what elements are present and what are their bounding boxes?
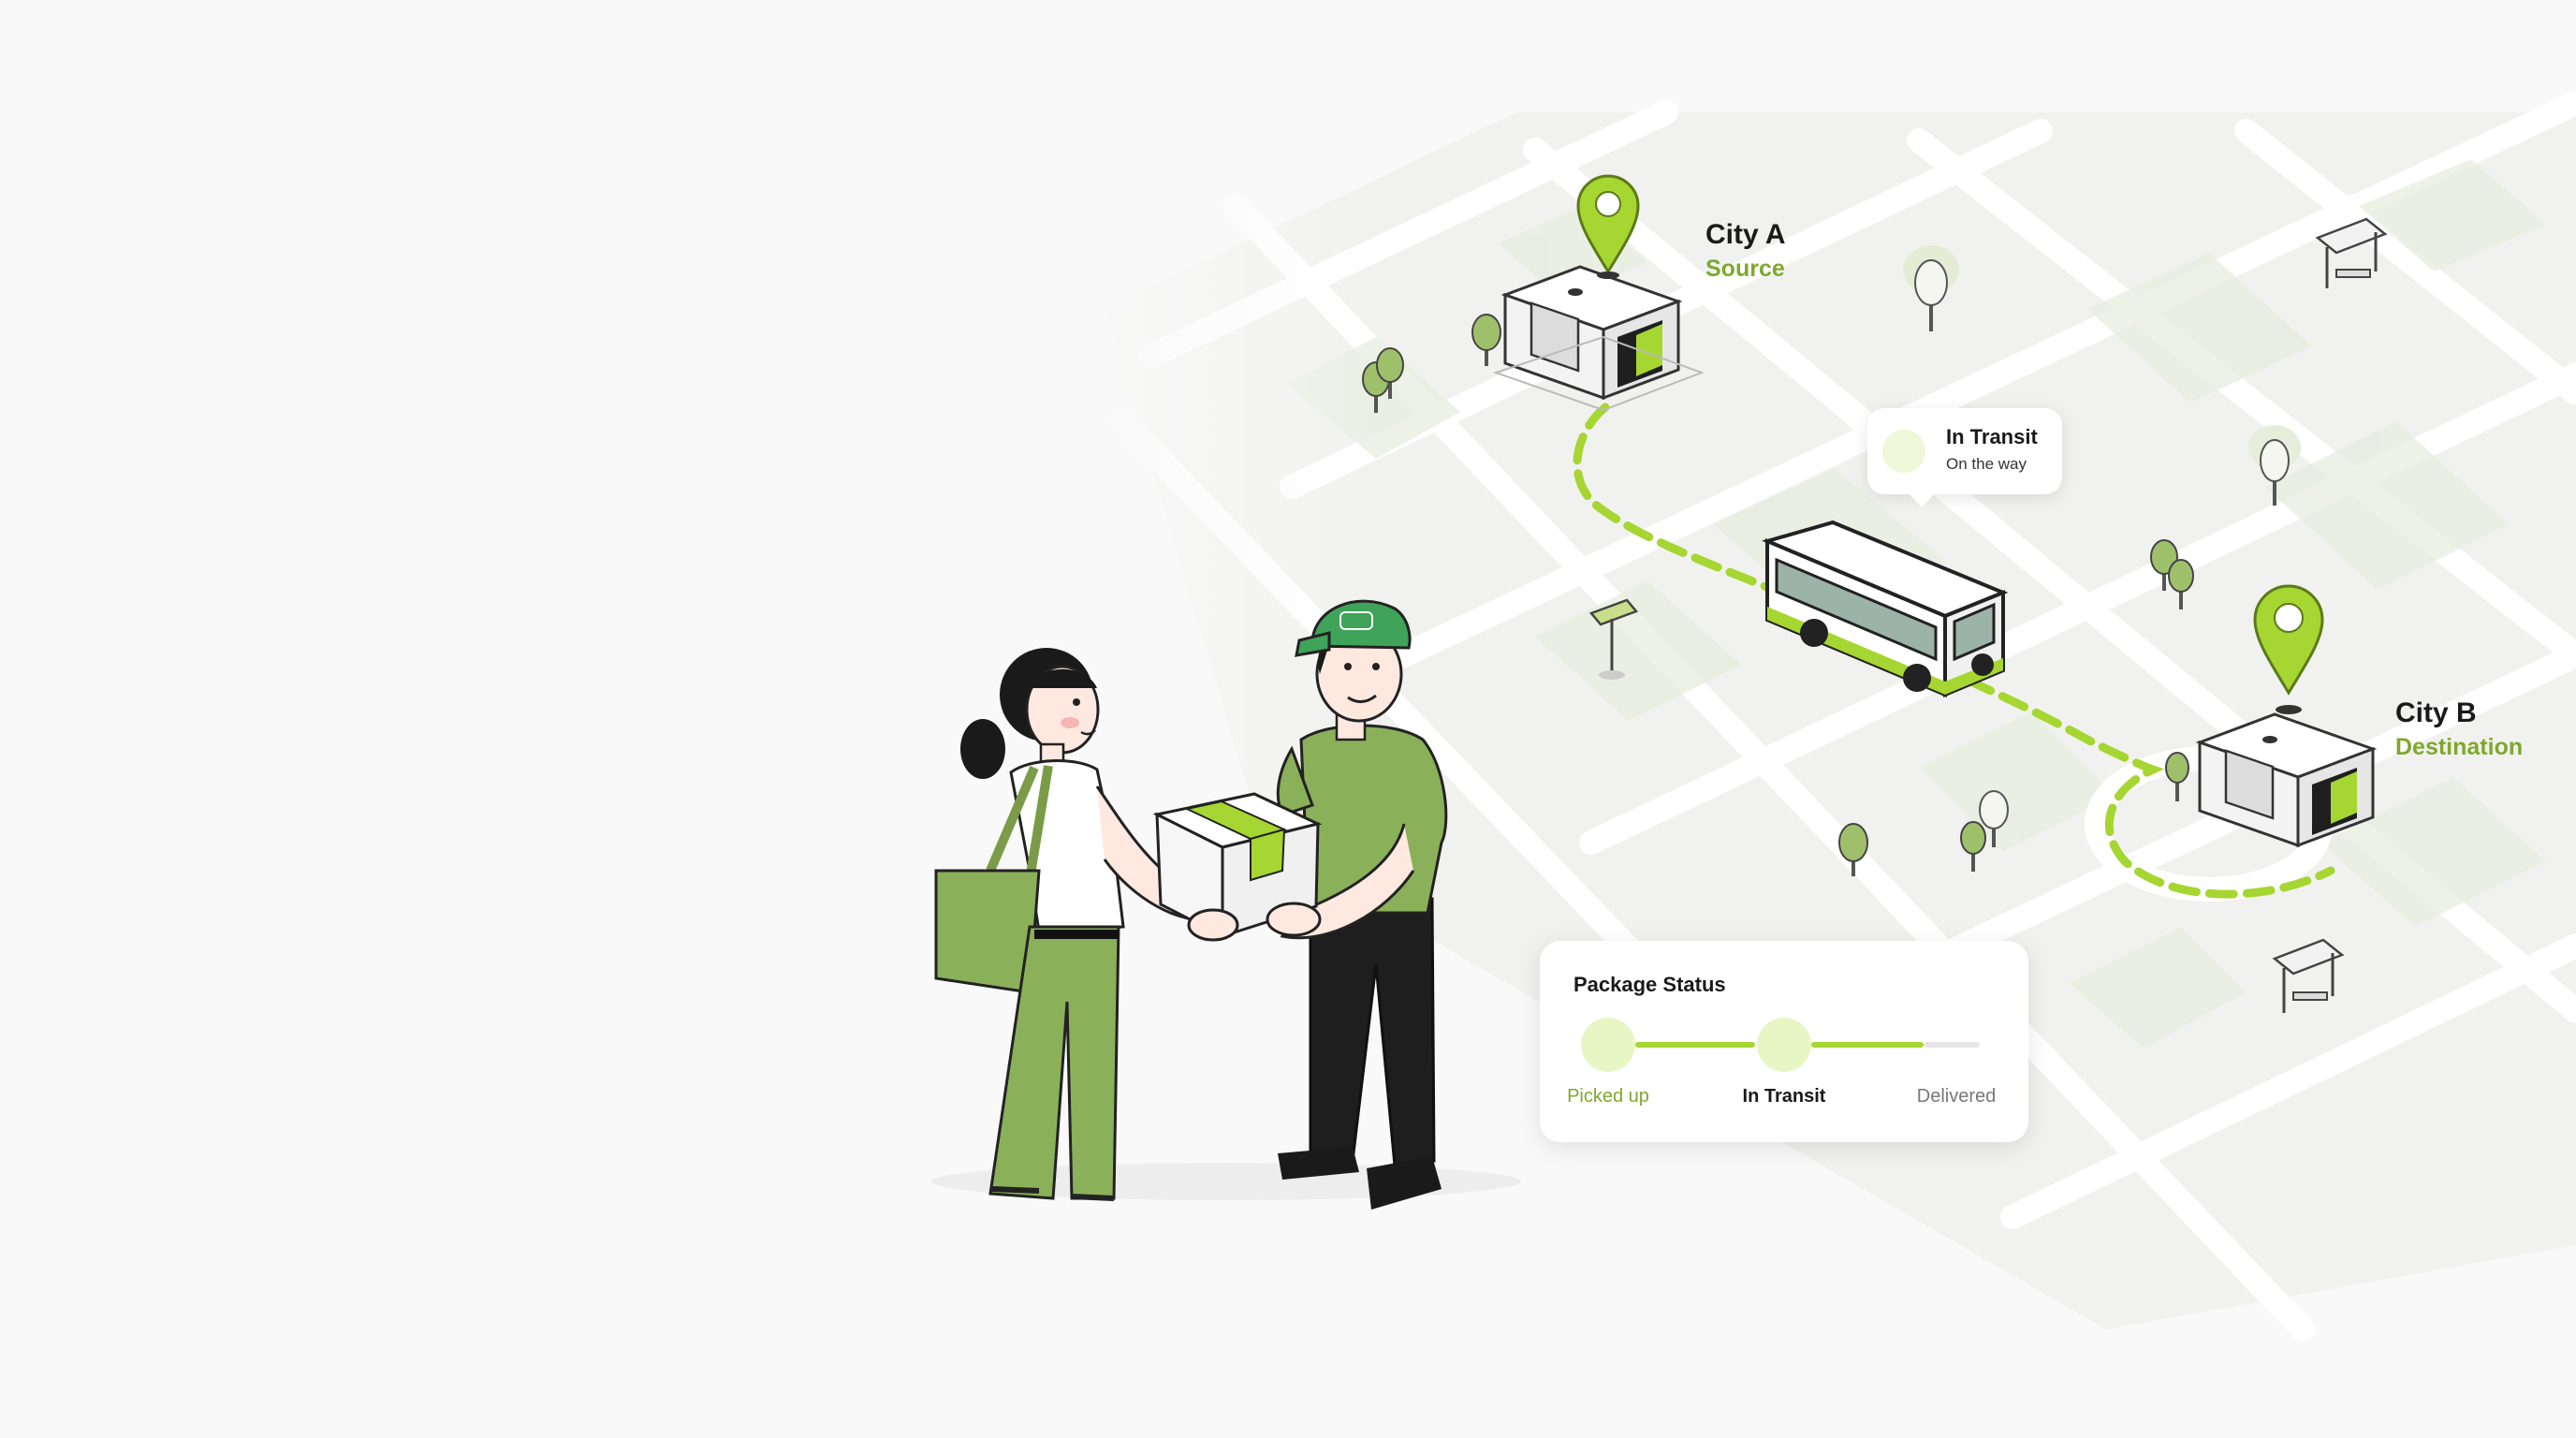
trees: [1362, 245, 2301, 876]
package-box: [1152, 792, 1323, 942]
bus-shelter: [2272, 938, 2345, 1013]
customer-woman: [934, 648, 1216, 1201]
source-city-name: City A: [1705, 219, 1786, 250]
destination-role: Destination: [2395, 734, 2524, 760]
route-path: [1573, 403, 2335, 899]
warehouse-city-b: [2195, 712, 2378, 848]
bus-shelter: [2315, 217, 2388, 288]
progress-track-done-2: [1811, 1042, 1924, 1048]
city-map: [1076, 91, 2576, 1342]
step-delivered-label: Delivered: [1916, 1086, 1997, 1107]
transit-bubble-title: In Transit: [1946, 425, 2038, 448]
road-sign: [1588, 598, 1639, 680]
source-pin-icon: [1576, 174, 1640, 279]
transit-bubble-subtitle: On the way: [1946, 455, 2027, 473]
progress-track-done-1: [1635, 1042, 1755, 1048]
source-role: Source: [1705, 256, 1785, 282]
destination-city-name: City B: [2395, 697, 2477, 728]
step-picked-up-label: Picked up: [1567, 1086, 1649, 1107]
step-picked-up-marker: [1581, 1018, 1635, 1072]
step-in-transit-label: In Transit: [1742, 1086, 1826, 1107]
transit-bubble-icon-bg: [1882, 430, 1925, 473]
delivery-bus: [1761, 520, 2009, 698]
package-status-title: Package Status: [1573, 973, 1726, 996]
destination-pin-icon: [2253, 584, 2324, 714]
warehouse-city-a: [1492, 265, 1705, 412]
source-label: City A Source: [1705, 217, 1786, 285]
progress-track-pending: [1924, 1042, 1980, 1048]
destination-label: City B Destination: [2395, 696, 2523, 763]
step-in-transit-marker: [1757, 1018, 1811, 1072]
package-status-card: Package Status Picked up In Transit Deli…: [1540, 941, 2028, 1142]
transit-bubble: In Transit On the way: [1867, 408, 2062, 507]
